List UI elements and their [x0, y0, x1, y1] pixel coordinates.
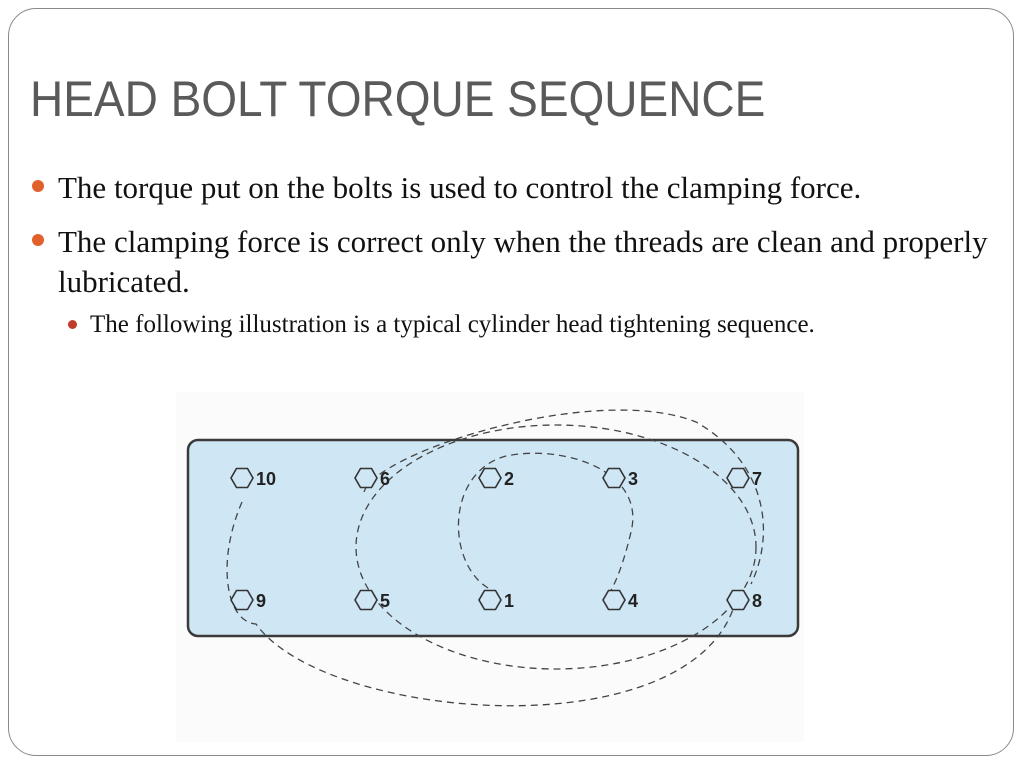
bolt-hex-icon: [230, 467, 254, 489]
bolt-8: 8: [726, 589, 762, 611]
bolt-hex-icon: [726, 467, 750, 489]
bolt-label: 4: [628, 591, 638, 611]
sequence-path-outer-top: [363, 409, 765, 585]
bolt-9: 9: [230, 589, 266, 611]
bolt-hex-icon: [602, 467, 626, 489]
bolt-hex-icon: [478, 589, 502, 611]
bolt-5: 5: [354, 589, 390, 611]
bullet-dot-icon: [32, 234, 44, 246]
bolt-label: 5: [380, 591, 390, 611]
bolt-1: 1: [478, 589, 514, 611]
bolt-hex-icon: [602, 589, 626, 611]
bullet-list: The torque put on the bolts is used to c…: [30, 168, 990, 340]
bolt-label: 8: [752, 591, 762, 611]
diagram-canvas: 10 6 2 3 7 9 5 1 4 8: [186, 409, 800, 707]
sub-bullet-dot-icon: [68, 320, 77, 329]
bolt-2: 2: [478, 467, 514, 489]
bullet-item: The torque put on the bolts is used to c…: [30, 168, 990, 208]
sub-bullet-text: The following illustration is a typical …: [90, 311, 815, 338]
bolt-label: 2: [504, 469, 514, 489]
sequence-path-inner: [457, 452, 634, 593]
bolt-4: 4: [602, 589, 638, 611]
bolt-3: 3: [602, 467, 638, 489]
bolt-10: 10: [230, 467, 276, 489]
sequence-path-middle: [355, 424, 757, 670]
bullet-item: The clamping force is correct only when …: [30, 222, 990, 302]
bolt-6: 6: [354, 467, 390, 489]
slide-title: HEAD BOLT TORQUE SEQUENCE: [30, 71, 766, 127]
bolt-label: 1: [504, 591, 514, 611]
sequence-paths: [226, 409, 765, 707]
sub-bullet-item: The following illustration is a typical …: [30, 310, 990, 340]
bolt-7: 7: [726, 467, 762, 489]
bolt-hex-icon: [230, 589, 254, 611]
sequence-path-outer: [226, 501, 737, 707]
bolt-layer: 10 6 2 3 7 9 5 1 4 8: [230, 467, 762, 611]
bullet-dot-icon: [32, 180, 44, 192]
bolt-label: 9: [256, 591, 266, 611]
bolt-hex-icon: [354, 589, 378, 611]
bolt-label: 6: [380, 469, 390, 489]
bullet-text: The torque put on the bolts is used to c…: [58, 170, 862, 205]
bolt-label: 10: [256, 469, 276, 489]
torque-sequence-diagram: 10 6 2 3 7 9 5 1 4 8: [176, 392, 804, 742]
bullet-text: The clamping force is correct only when …: [58, 224, 988, 299]
bolt-hex-icon: [726, 589, 750, 611]
bolt-label: 7: [752, 469, 762, 489]
bolt-label: 3: [628, 469, 638, 489]
cylinder-head: [186, 438, 800, 638]
bolt-hex-icon: [354, 467, 378, 489]
bolt-hex-icon: [478, 467, 502, 489]
